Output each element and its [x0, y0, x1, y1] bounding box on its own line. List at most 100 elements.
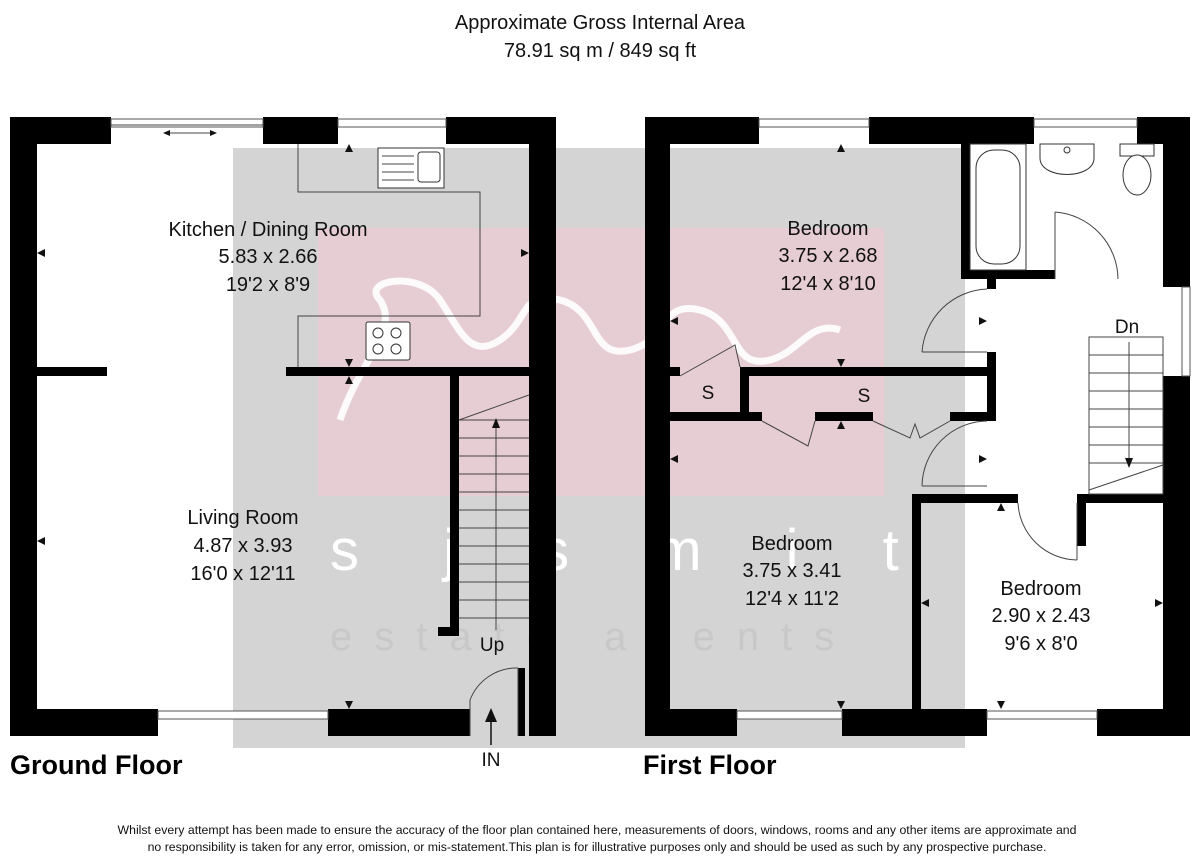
ff-lower-wall-2	[815, 412, 873, 421]
ff-storage-label-2: S	[858, 386, 871, 407]
hob-ring-4	[390, 343, 402, 355]
ff-stairs-down-label: Dn	[1115, 317, 1139, 338]
watermark: s j s m i t h estate agents	[233, 148, 1049, 748]
ff-marker-1	[670, 317, 678, 325]
gf-worktop-top	[297, 144, 481, 367]
gf-marker-5	[345, 359, 353, 367]
first-floor-title: First Floor	[643, 750, 777, 780]
ff-wall-right-upper	[1163, 117, 1190, 287]
watermark-tagline: estate agents	[330, 615, 856, 659]
gf-kitchen-imperial: 19'2 x 8'9	[226, 274, 310, 296]
ff-store1-door	[679, 344, 741, 377]
gf-entrance-arrow-icon	[485, 708, 497, 722]
ff-marker-8	[979, 455, 987, 463]
ff-bed3-wall-stub	[1077, 494, 1086, 546]
ff-bath-wall-left	[961, 144, 970, 278]
ground-floor-title: Ground Floor	[10, 750, 183, 780]
ff-marker-2	[670, 455, 678, 463]
ff-bed2-window	[736, 710, 843, 720]
ff-bed1-imperial: 12'4 x 8'10	[780, 273, 876, 295]
watermark-letters: s j s m i t h	[330, 518, 1049, 583]
gf-patio-arrow-right	[210, 130, 217, 136]
gf-wall-top-mid	[263, 117, 338, 144]
gf-living-window	[157, 710, 329, 720]
ff-wall-bottom-mid	[842, 709, 987, 736]
ff-wall-bottom-right	[1097, 709, 1190, 736]
header-area-title: Approximate Gross Internal Area	[455, 12, 746, 34]
ff-bed3-wall-top-left	[912, 494, 1018, 503]
gf-marker-1	[37, 249, 45, 257]
gf-divider-right	[286, 367, 529, 376]
ff-bed2-door-swing	[921, 420, 988, 487]
gf-marker-6	[345, 376, 353, 384]
ff-store3-door	[872, 420, 951, 439]
gf-marker-7	[345, 701, 353, 709]
basin-icon	[1039, 143, 1095, 175]
ff-wall-bottom-left	[645, 709, 737, 736]
hob-ring-3	[372, 343, 384, 355]
gf-entrance-label: IN	[482, 750, 501, 771]
gf-entrance-door-swing	[469, 667, 519, 736]
ff-bed1-door-swing	[921, 288, 988, 353]
watermark-script-logo	[336, 277, 842, 422]
basin-tap	[1063, 146, 1071, 154]
ff-bed2-metric: 3.75 x 3.41	[743, 560, 842, 582]
ff-wall-right-lower	[1163, 494, 1190, 736]
header-area-value: 78.91 sq m / 849 sq ft	[504, 40, 697, 62]
ff-bed1-name: Bedroom	[787, 218, 868, 240]
gf-wall-top-left	[10, 117, 111, 144]
disclaimer-line-2: no responsibility is taken for any error…	[148, 840, 1047, 854]
ff-partition-1	[670, 367, 680, 376]
ff-bed3-imperial: 9'6 x 8'0	[1004, 633, 1077, 655]
ff-stair-arrow-icon	[1125, 458, 1133, 468]
gf-patio-arrow-left	[163, 130, 170, 136]
gf-wall-left	[10, 117, 37, 736]
gf-patio-door	[110, 118, 264, 128]
toilet-icon	[1122, 154, 1152, 196]
ff-marker-10	[1155, 599, 1163, 607]
ff-wall-right-mid	[1163, 376, 1190, 502]
ff-bed3-wall-top-right	[1077, 494, 1163, 503]
ff-marker-4	[837, 359, 845, 367]
gf-stair-wall-foot	[438, 627, 459, 636]
ff-bed3-window	[986, 710, 1098, 720]
ff-bed1-window	[758, 118, 870, 128]
ff-marker-12	[997, 701, 1005, 709]
ff-cupboard-wall	[740, 376, 749, 412]
ff-bed3-metric: 2.90 x 2.43	[992, 605, 1091, 627]
gf-marker-2	[37, 537, 45, 545]
gf-door-jamb	[518, 668, 525, 736]
ff-lower-wall-3	[950, 412, 996, 421]
gf-stairs-up-label: Up	[480, 635, 504, 656]
hob-icon	[365, 321, 411, 361]
first-floor-plan: Bedroom 3.75 x 2.68 12'4 x 8'10 Bedroom …	[643, 117, 1191, 780]
gf-stair-arrow-icon	[492, 418, 500, 428]
gf-wall-right	[529, 117, 556, 736]
ff-wall-left	[645, 117, 670, 736]
ff-bed2-name: Bedroom	[751, 533, 832, 555]
gf-wall-bottom-left	[10, 709, 158, 736]
watermark-pink-box	[318, 228, 884, 496]
ff-bed1-metric: 3.75 x 2.68	[779, 245, 878, 267]
ff-staircase	[1088, 336, 1164, 495]
gf-wall-bottom-right	[328, 709, 470, 736]
ff-bed3-door-swing	[1017, 502, 1078, 561]
gf-kitchen-window	[337, 118, 447, 128]
gf-marker-4	[345, 144, 353, 152]
ff-marker-11	[997, 503, 1005, 511]
ff-partition-2	[740, 367, 996, 376]
gf-marker-3	[521, 249, 529, 257]
ff-wall-top-left	[645, 117, 759, 144]
ff-wall-top-mid	[869, 117, 1034, 144]
ff-storage-label-1: S	[702, 383, 715, 404]
ff-marker-9	[921, 599, 929, 607]
gf-living-metric: 4.87 x 3.93	[194, 535, 293, 557]
ff-lower-wall-1	[670, 412, 762, 421]
ff-marker-6	[837, 701, 845, 709]
ground-floor-plan: Kitchen / Dining Room 5.83 x 2.66 19'2 x…	[10, 117, 556, 780]
gf-stair-wall	[450, 376, 459, 636]
ff-bed3-name: Bedroom	[1000, 578, 1081, 600]
hob-ring-1	[372, 327, 384, 339]
gf-kitchen-name: Kitchen / Dining Room	[169, 219, 368, 241]
